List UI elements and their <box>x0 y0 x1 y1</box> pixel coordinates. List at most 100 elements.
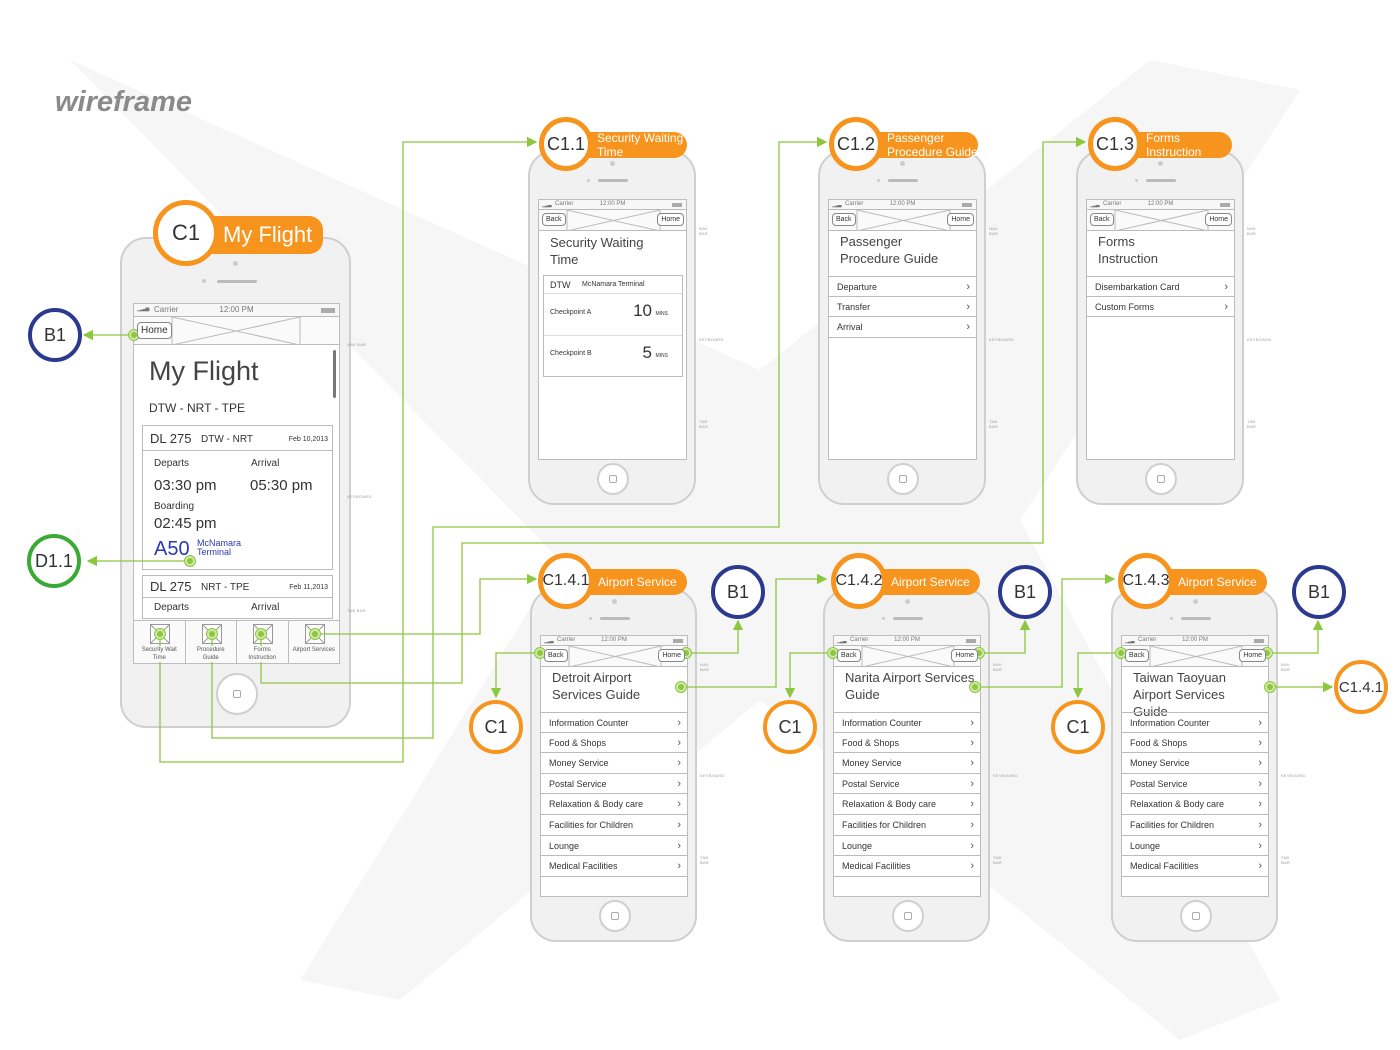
page-title: Passenger Procedure Guide <box>840 234 939 266</box>
list-item[interactable]: Custom Forms› <box>1087 297 1234 318</box>
chevron-right-icon: › <box>970 717 974 729</box>
list-item[interactable]: Facilities for Children› <box>541 815 687 836</box>
back-button[interactable]: Back <box>542 213 566 226</box>
link-target-c141[interactable]: C1.4.1 <box>1334 660 1388 714</box>
home-hardware-button[interactable] <box>887 463 919 495</box>
chevron-right-icon: › <box>677 798 681 811</box>
link-target-b1[interactable]: B1 <box>998 565 1052 619</box>
list-item[interactable]: Disembarkation Card› <box>1087 276 1234 297</box>
hotspot-dot[interactable] <box>256 629 266 639</box>
chevron-right-icon: › <box>966 300 970 313</box>
back-button[interactable]: Back <box>1090 213 1114 226</box>
chevron-right-icon: › <box>1224 300 1228 313</box>
tab-item[interactable]: Security Wait Time <box>134 621 186 663</box>
list-item[interactable]: Facilities for Children› <box>834 815 980 836</box>
list-item[interactable]: Information Counter› <box>541 712 687 733</box>
home-button[interactable]: Home <box>658 649 685 662</box>
list-item[interactable]: Lounge› <box>834 836 980 857</box>
hotspot-dot[interactable] <box>185 556 195 566</box>
home-button[interactable]: Home <box>657 213 684 226</box>
list-item[interactable]: Relaxation & Body care› <box>1122 794 1268 815</box>
list-item[interactable]: Postal Service› <box>541 774 687 795</box>
home-button[interactable]: Home <box>137 322 172 339</box>
list-item[interactable]: Medical Facilities› <box>1122 856 1268 877</box>
keyboard-note: KEYBOARD <box>1247 337 1272 342</box>
back-button[interactable]: Back <box>1125 649 1149 662</box>
list-item[interactable]: Relaxation & Body care› <box>541 794 687 815</box>
flight-card[interactable]: DL 275 DTW - NRT Feb 10,2013 Departs Arr… <box>142 425 333 570</box>
home-hardware-button[interactable] <box>598 900 631 932</box>
chevron-right-icon: › <box>677 717 681 729</box>
link-target-b1[interactable]: B1 <box>28 308 82 362</box>
list-item[interactable]: Money Service› <box>541 753 687 774</box>
chevron-right-icon: › <box>970 777 974 790</box>
hotspot-dot[interactable] <box>155 629 165 639</box>
tab-label: Security Wait Time <box>138 646 181 662</box>
list-item[interactable]: Food & Shops› <box>834 733 980 754</box>
page-title: My Flight <box>149 356 259 386</box>
home-hardware-button[interactable] <box>1179 900 1212 932</box>
tab-bar-note: TAB BAR <box>989 419 999 429</box>
hotspot-dot[interactable] <box>970 682 980 692</box>
list-item[interactable]: Departure› <box>829 276 976 297</box>
nav-bar-note: NAV BAR <box>993 662 1003 672</box>
list-item[interactable]: Food & Shops› <box>1122 733 1268 754</box>
gate: A50 <box>154 538 190 560</box>
list-item[interactable]: Relaxation & Body care› <box>834 794 980 815</box>
flight-card[interactable]: DL 275 NRT - TPE Feb 11,2013 Departs Arr… <box>142 575 333 619</box>
list-item[interactable]: Medical Facilities› <box>834 856 980 877</box>
home-hardware-button[interactable] <box>891 900 924 932</box>
list-item[interactable]: Information Counter› <box>834 712 980 733</box>
home-hardware-button[interactable] <box>1145 463 1177 495</box>
list-item[interactable]: Arrival› <box>829 317 976 338</box>
list-item[interactable]: Postal Service› <box>834 774 980 795</box>
list-item[interactable]: Money Service› <box>1122 753 1268 774</box>
list-item[interactable]: Medical Facilities› <box>541 856 687 877</box>
tab-item[interactable]: Procedure Guide <box>186 621 237 663</box>
chevron-right-icon: › <box>1258 757 1262 770</box>
home-button[interactable]: Home <box>947 213 974 226</box>
home-hardware-button[interactable] <box>216 673 258 715</box>
hotspot-dot[interactable] <box>207 629 217 639</box>
home-button[interactable]: Home <box>1205 213 1232 226</box>
back-button[interactable]: Back <box>544 649 568 662</box>
list-item[interactable]: Lounge› <box>541 836 687 857</box>
back-button[interactable]: Back <box>832 213 856 226</box>
chevron-right-icon: › <box>677 736 681 749</box>
link-target-c1[interactable]: C1 <box>763 700 817 754</box>
link-target-c1[interactable]: C1 <box>469 700 523 754</box>
home-button[interactable]: Home <box>951 649 978 662</box>
list-item[interactable]: Information Counter› <box>1122 712 1268 733</box>
scrollbar[interactable] <box>333 350 336 398</box>
tab-label: Airport Services <box>292 646 335 654</box>
hotspot-dot[interactable] <box>1265 682 1275 692</box>
back-button[interactable]: Back <box>837 649 861 662</box>
tab-bar-note: TAB BAR <box>1281 855 1291 865</box>
home-button[interactable]: Home <box>1239 649 1266 662</box>
list-item[interactable]: Food & Shops› <box>541 733 687 754</box>
list-item[interactable]: Postal Service› <box>1122 774 1268 795</box>
hotspot-dot[interactable] <box>310 629 320 639</box>
hotspot-dot[interactable] <box>676 682 686 692</box>
list-item[interactable]: Transfer› <box>829 297 976 318</box>
link-target-c1[interactable]: C1 <box>1051 700 1105 754</box>
chevron-right-icon: › <box>1258 798 1262 811</box>
tab-item[interactable]: Forms Instruction <box>237 621 289 663</box>
link-target-d11[interactable]: D1.1 <box>27 534 81 588</box>
home-hardware-button[interactable] <box>597 463 629 495</box>
route: DTW - NRT - TPE <box>149 401 245 415</box>
link-target-b1[interactable]: B1 <box>1292 565 1346 619</box>
tab-item[interactable]: Airport Services <box>289 621 340 663</box>
tab-bar-note: TAB BAR <box>347 608 366 613</box>
list-item[interactable]: Lounge› <box>1122 836 1268 857</box>
link-target-b1[interactable]: B1 <box>711 565 765 619</box>
list-item[interactable]: Facilities for Children› <box>1122 815 1268 836</box>
list-item[interactable]: Money Service› <box>834 753 980 774</box>
